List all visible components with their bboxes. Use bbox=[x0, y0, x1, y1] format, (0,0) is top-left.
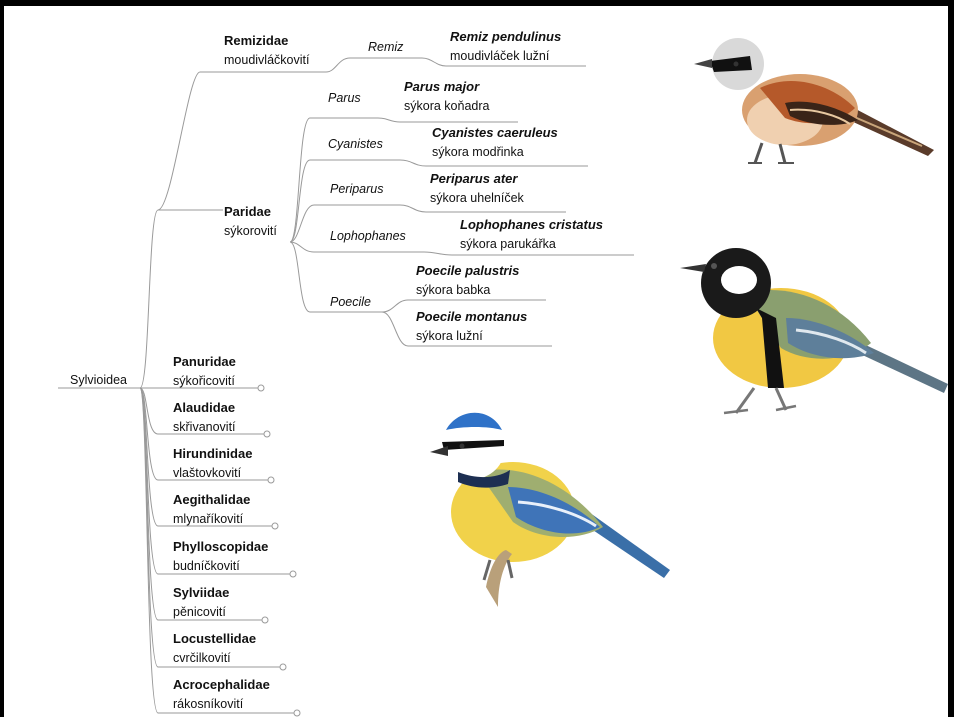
genus-cyanistes: Cyanistes bbox=[328, 137, 383, 151]
family-remizidae: Remizidae bbox=[224, 33, 289, 48]
family-remizidae-czech: moudivláčkovití bbox=[224, 53, 310, 67]
species-parus-major-czech: sýkora koňadra bbox=[404, 99, 490, 113]
family-phylloscopidae-czech: budníčkovití bbox=[173, 559, 240, 573]
family-sylviidae: Sylviidae bbox=[173, 585, 230, 600]
family-panuridae: Panuridae bbox=[173, 354, 236, 369]
species-cyanistes-caeruleus-czech: sýkora modřinka bbox=[432, 145, 524, 159]
family-panuridae-czech: sýkořicovití bbox=[173, 374, 235, 388]
family-paridae-czech: sýkorovití bbox=[224, 224, 277, 238]
genus-remiz: Remiz bbox=[368, 40, 404, 54]
species-remiz-pendulinus: Remiz pendulinus bbox=[450, 29, 562, 44]
family-alaudidae: Alaudidae bbox=[173, 400, 236, 415]
species-parus-major: Parus major bbox=[404, 79, 480, 94]
blue-tit-illustration bbox=[430, 412, 670, 607]
penduline-tit-illustration bbox=[694, 38, 934, 164]
family-phylloscopidae: Phylloscopidae bbox=[173, 539, 269, 554]
family-locustellidae: Locustellidae bbox=[173, 631, 257, 646]
species-poecile-montanus: Poecile montanus bbox=[416, 309, 528, 324]
species-poecile-montanus-czech: sýkora lužní bbox=[416, 329, 483, 343]
species-remiz-pendulinus-czech: moudivláček lužní bbox=[450, 49, 550, 63]
family-acrocephalidae-czech: rákosníkovití bbox=[173, 697, 244, 711]
family-aegithalidae: Aegithalidae bbox=[173, 492, 251, 507]
species-cyanistes-caeruleus: Cyanistes caeruleus bbox=[432, 125, 558, 140]
family-sylviidae-czech: pěnicovití bbox=[173, 605, 226, 619]
species-periparus-ater-czech: sýkora uhelníček bbox=[430, 191, 524, 205]
great-tit-illustration bbox=[680, 248, 948, 415]
species-lophophanes-cristatus-czech: sýkora parukářka bbox=[460, 237, 556, 251]
root-label: Sylvioidea bbox=[70, 373, 127, 387]
species-poecile-palustris-czech: sýkora babka bbox=[416, 283, 491, 297]
species-periparus-ater: Periparus ater bbox=[430, 171, 518, 186]
genus-periparus: Periparus bbox=[330, 182, 384, 196]
species-poecile-palustris: Poecile palustris bbox=[416, 263, 520, 278]
family-locustellidae-czech: cvrčilkovití bbox=[173, 651, 231, 665]
species-lophophanes-cristatus: Lophophanes cristatus bbox=[460, 217, 604, 232]
family-aegithalidae-czech: mlynaříkovití bbox=[173, 512, 244, 526]
genus-lophophanes: Lophophanes bbox=[330, 229, 406, 243]
genus-poecile: Poecile bbox=[330, 295, 371, 309]
family-hirundinidae: Hirundinidae bbox=[173, 446, 253, 461]
family-acrocephalidae: Acrocephalidae bbox=[173, 677, 270, 692]
family-paridae: Paridae bbox=[224, 204, 271, 219]
family-hirundinidae-czech: vlaštovkovití bbox=[173, 466, 242, 480]
family-alaudidae-czech: skřivanovití bbox=[173, 420, 236, 434]
genus-parus: Parus bbox=[328, 91, 361, 105]
